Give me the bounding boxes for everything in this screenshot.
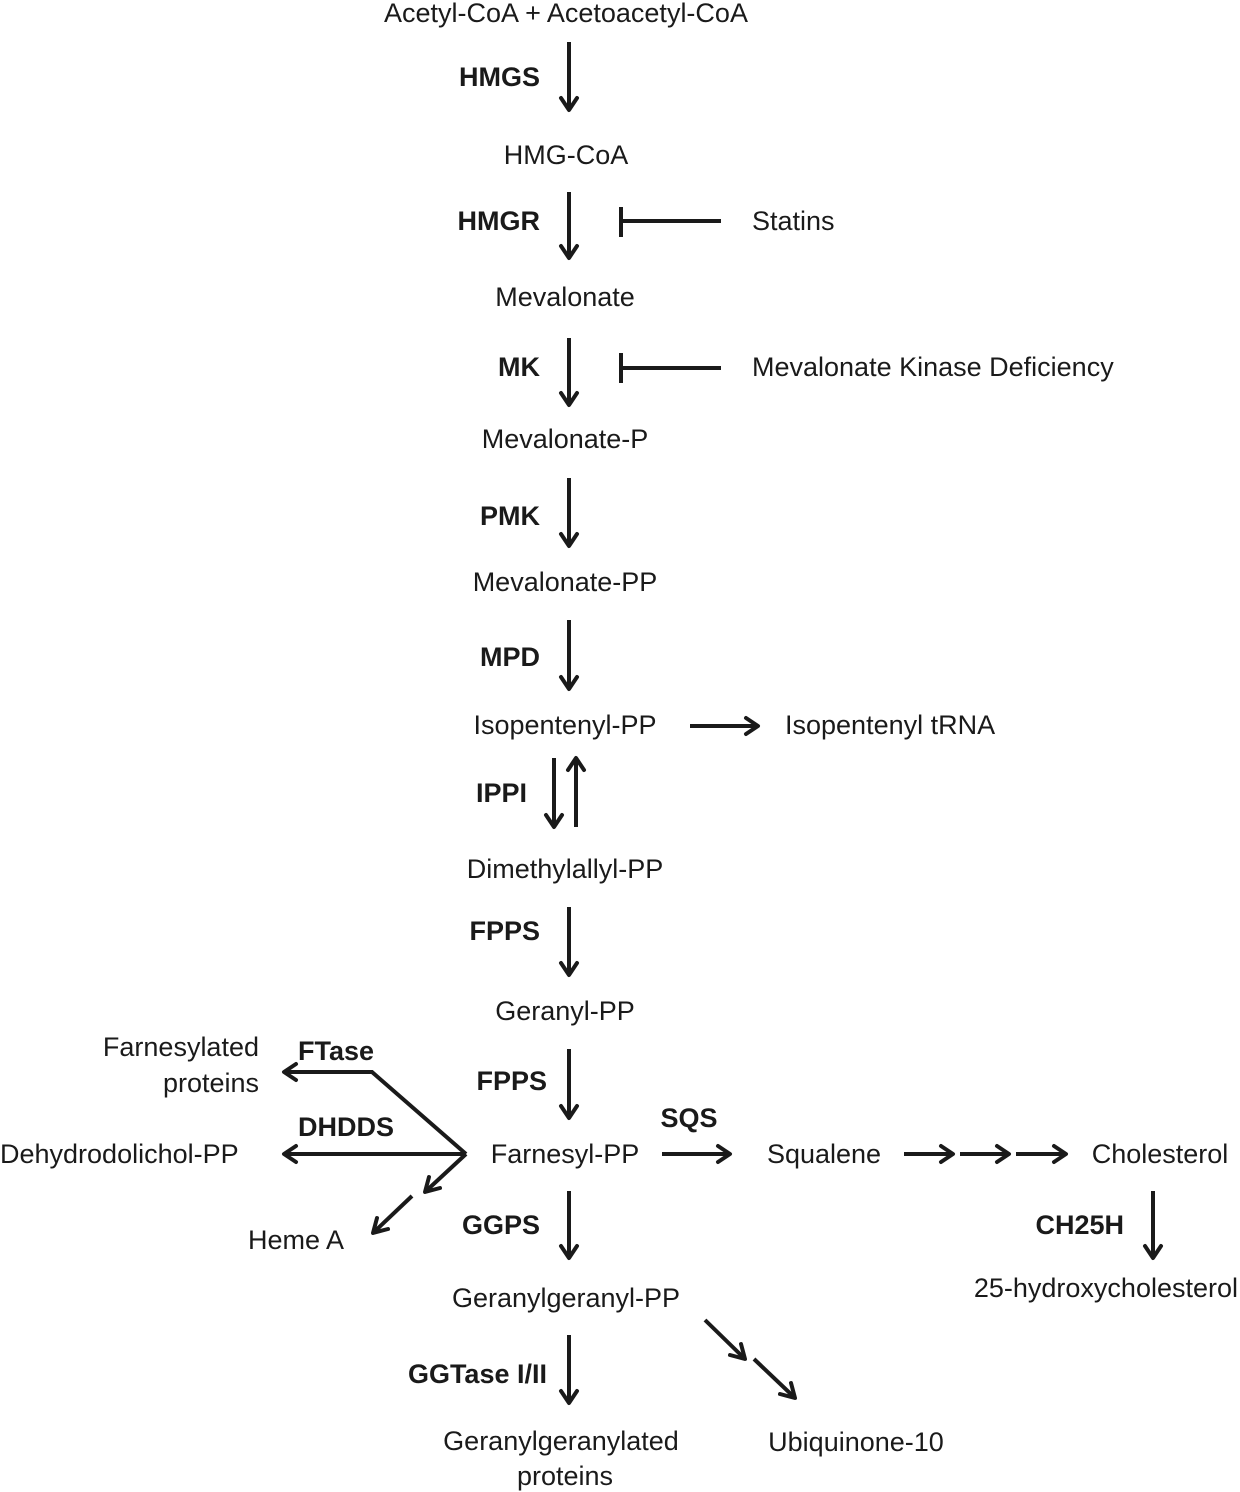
metabolite-squalene: Squalene [767, 1139, 881, 1169]
metabolite-mevalonate-pp: Mevalonate-PP [473, 567, 658, 597]
arrow-ftase [282, 1062, 468, 1156]
arrow-fpps-2 [559, 1049, 579, 1120]
enzyme-ch25h: CH25H [1035, 1210, 1124, 1240]
enzyme-fpps-2: FPPS [476, 1066, 547, 1096]
metabolite-isopentenyl-pp: Isopentenyl-PP [473, 710, 656, 740]
arrow-ippi-forward [544, 758, 564, 829]
arrow-heme-a-step-2 [371, 1194, 414, 1235]
arrow-hmgs [559, 42, 579, 112]
arrow-mk [559, 338, 579, 407]
metabolite-geranylgeranylated-proteins-line2: proteins [517, 1461, 613, 1491]
metabolite-farnesylated-proteins-line2: proteins [163, 1068, 259, 1098]
enzyme-ggps: GGPS [462, 1210, 540, 1240]
metabolite-hmg-coa: HMG-CoA [504, 140, 629, 170]
metabolite-farnesyl-pp: Farnesyl-PP [491, 1139, 640, 1169]
enzyme-pmk: PMK [480, 501, 541, 531]
inhibitor-statins: Statins [752, 206, 835, 236]
inhibition-mevalonate-kinase-deficiency [619, 353, 721, 383]
arrow-ippi-reverse [566, 756, 586, 827]
metabolite-dehydrodolichol-pp: Dehydrodolichol-PP [0, 1139, 239, 1169]
metabolite-25-hydroxycholesterol: 25-hydroxycholesterol [974, 1273, 1238, 1303]
arrow-ggps [559, 1191, 579, 1260]
metabolite-geranylgeranylated-proteins-line1: Geranylgeranylated [443, 1426, 679, 1456]
enzyme-hmgs: HMGS [459, 62, 540, 92]
metabolite-mevalonate-p: Mevalonate-P [482, 424, 649, 454]
arrow-dhdds [282, 1144, 466, 1164]
metabolite-mevalonate: Mevalonate [495, 282, 635, 312]
metabolite-farnesylated-proteins-line1: Farnesylated [103, 1032, 259, 1062]
arrow-isopentenyl-trna [690, 716, 760, 736]
inhibition-statins [619, 207, 721, 237]
enzyme-ftase: FTase [298, 1036, 374, 1066]
enzyme-hmgr: HMGR [458, 206, 541, 236]
arrow-squalene-to-cholesterol-2 [960, 1144, 1011, 1164]
enzyme-sqs: SQS [660, 1103, 717, 1133]
arrow-ubiquinone-step-2 [752, 1357, 797, 1400]
metabolite-geranylgeranyl-pp: Geranylgeranyl-PP [452, 1283, 680, 1313]
arrow-heme-a-step-1 [423, 1152, 468, 1194]
metabolite-acetyl-coa: Acetyl-CoA + Acetoacetyl-CoA [384, 0, 748, 28]
enzyme-mpd: MPD [480, 642, 540, 672]
arrow-ggtase [559, 1335, 579, 1405]
metabolite-geranyl-pp: Geranyl-PP [495, 996, 635, 1026]
arrow-sqs [662, 1144, 732, 1164]
enzyme-ippi: IPPI [476, 778, 527, 808]
enzyme-dhdds: DHDDS [298, 1112, 394, 1142]
enzyme-fpps-1: FPPS [469, 916, 540, 946]
metabolite-ubiquinone-10: Ubiquinone-10 [768, 1427, 944, 1457]
arrow-hmgr [559, 192, 579, 260]
metabolite-cholesterol: Cholesterol [1092, 1139, 1229, 1169]
arrow-fpps-1 [559, 907, 579, 977]
metabolite-isopentenyl-trna: Isopentenyl tRNA [785, 710, 995, 740]
arrow-squalene-to-cholesterol-3 [1016, 1144, 1068, 1164]
metabolite-heme-a: Heme A [248, 1225, 344, 1255]
enzyme-ggtase-i-ii: GGTase I/II [408, 1359, 547, 1389]
metabolite-dimethylallyl-pp: Dimethylallyl-PP [467, 854, 664, 884]
arrow-ubiquinone-step-1 [703, 1318, 747, 1361]
inhibitor-mevalonate-kinase-deficiency: Mevalonate Kinase Deficiency [752, 352, 1114, 382]
arrow-ch25h [1143, 1191, 1163, 1260]
arrow-mpd [559, 620, 579, 691]
enzyme-mk: MK [498, 352, 540, 382]
arrow-squalene-to-cholesterol-1 [904, 1144, 955, 1164]
arrow-pmk [559, 478, 579, 548]
